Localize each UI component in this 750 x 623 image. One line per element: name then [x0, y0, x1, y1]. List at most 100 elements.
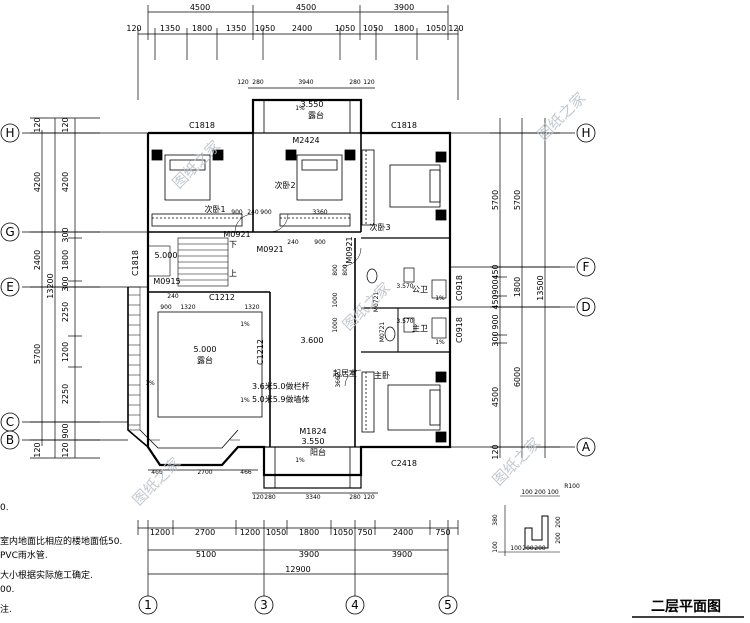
svg-text:300: 300 [61, 227, 70, 242]
svg-text:C1212: C1212 [209, 293, 235, 302]
axis-bubble-left-e [0, 277, 20, 297]
stair-arrows: 下 上 [229, 240, 237, 278]
svg-text:2400: 2400 [292, 24, 312, 33]
svg-text:R100: R100 [564, 483, 580, 490]
svg-text:1%: 1% [145, 380, 155, 387]
svg-text:C1212: C1212 [256, 339, 265, 365]
svg-text:240: 240 [247, 209, 259, 216]
svg-text:750: 750 [357, 528, 372, 537]
room-labels: 次卧1 次卧2 次卧3 主卧 起居室 露台 露台 阳台 公卫 主卫 [197, 110, 428, 457]
svg-text:200: 200 [534, 489, 546, 496]
svg-text:120: 120 [61, 442, 70, 457]
svg-text:1800: 1800 [61, 250, 70, 270]
svg-text:120: 120 [237, 79, 249, 86]
svg-text:1050: 1050 [255, 24, 275, 33]
dimension-lines [22, 5, 575, 596]
axis-bubble-left-g [0, 222, 20, 242]
svg-text:M0915: M0915 [153, 277, 180, 286]
svg-text:450: 450 [491, 294, 500, 309]
svg-text:M1824: M1824 [299, 427, 326, 436]
svg-text:图纸之家: 图纸之家 [129, 454, 184, 509]
svg-text:1320: 1320 [244, 304, 259, 311]
svg-text:2250: 2250 [61, 302, 70, 322]
svg-text:3900: 3900 [394, 3, 414, 12]
svg-text:900: 900 [61, 423, 70, 438]
room-bath-public: 公卫 [412, 285, 428, 294]
bed-bed2 [279, 149, 356, 227]
svg-text:C1818: C1818 [131, 250, 140, 276]
svg-text:3940: 3940 [298, 79, 313, 86]
svg-text:900: 900 [491, 314, 500, 329]
svg-text:C2418: C2418 [391, 459, 417, 468]
svg-text:4500: 4500 [190, 3, 210, 12]
svg-text:466: 466 [151, 469, 163, 476]
svg-text:3.570: 3.570 [396, 318, 413, 325]
axis-bubble-bottom-4 [345, 595, 365, 615]
level-marks: 3.550 5.000 5.000 3.600 3.550 3.570 3.57… [155, 100, 414, 446]
svg-text:1800: 1800 [299, 528, 319, 537]
svg-text:1350: 1350 [226, 24, 246, 33]
svg-text:900: 900 [491, 279, 500, 294]
axis-bubble-bottom-1 [138, 595, 158, 615]
axis-bubbles [0, 123, 596, 615]
room-master: 主卧 [374, 370, 390, 380]
svg-text:5700: 5700 [513, 190, 522, 210]
svg-text:2700: 2700 [197, 469, 212, 476]
axis-bubble-bottom-5 [438, 595, 458, 615]
svg-text:C1818: C1818 [189, 121, 215, 130]
axis-bubble-right-h [576, 123, 596, 143]
svg-text:300: 300 [61, 276, 70, 291]
room-bed1: 次卧1 [204, 204, 225, 214]
svg-text:0.: 0. [0, 503, 9, 513]
axis-label: C [6, 415, 14, 429]
svg-text:C0918: C0918 [455, 275, 464, 301]
bed-bed1 [151, 149, 243, 227]
watermarks: 图纸之家 图纸之家 图纸之家 图纸之家 图纸之家 [129, 89, 589, 509]
svg-text:1000: 1000 [332, 317, 339, 332]
svg-text:1%: 1% [435, 295, 445, 302]
svg-text:00.: 00. [0, 585, 14, 595]
svg-text:M2424: M2424 [292, 136, 319, 145]
bed-master [361, 371, 447, 443]
svg-text:3.550: 3.550 [301, 100, 324, 109]
svg-text:100: 100 [492, 541, 499, 553]
svg-text:1350: 1350 [160, 24, 180, 33]
right-dimension-text: 5700 1800 6000 13500 5700 450 900 450 90… [491, 190, 545, 460]
svg-text:120: 120 [363, 79, 375, 86]
axis-bubble-left-b [0, 430, 20, 450]
svg-text:13500: 13500 [536, 275, 545, 300]
svg-text:4500: 4500 [296, 3, 316, 12]
opening-marks: C1818 C1818 M2424 M0921 M0921 M0921 C181… [131, 121, 464, 468]
axis-bubble-bottom-3 [254, 595, 274, 615]
svg-text:3900: 3900 [392, 550, 412, 559]
svg-text:PVC雨水管.: PVC雨水管. [0, 549, 48, 561]
svg-text:M0921: M0921 [345, 236, 354, 263]
svg-text:120: 120 [61, 117, 70, 132]
svg-text:280: 280 [264, 494, 276, 501]
door-swings [234, 213, 362, 387]
svg-text:1050: 1050 [335, 24, 355, 33]
svg-text:240: 240 [287, 239, 299, 246]
bed-bed3 [361, 149, 447, 226]
svg-text:120: 120 [126, 24, 141, 33]
svg-text:380: 380 [492, 514, 499, 526]
axis-bubble-right-d [576, 297, 596, 317]
svg-text:3360: 3360 [312, 209, 327, 216]
svg-text:280: 280 [349, 79, 361, 86]
svg-text:200: 200 [555, 532, 562, 544]
svg-text:图纸之家: 图纸之家 [169, 137, 224, 192]
svg-text:3.550: 3.550 [302, 437, 325, 446]
svg-text:5.0米5.9做墙体: 5.0米5.9做墙体 [252, 394, 309, 404]
svg-text:450: 450 [491, 264, 500, 279]
svg-text:2250: 2250 [61, 384, 70, 404]
svg-text:2700: 2700 [195, 528, 215, 537]
svg-text:1000: 1000 [332, 292, 339, 307]
svg-text:2400: 2400 [393, 528, 413, 537]
svg-text:5700: 5700 [491, 190, 500, 210]
svg-text:M0721: M0721 [379, 322, 386, 343]
svg-text:2400: 2400 [33, 250, 42, 270]
room-balcony-bottom: 阳台 [310, 447, 326, 457]
svg-text:1050: 1050 [266, 528, 286, 537]
svg-text:4200: 4200 [33, 172, 42, 192]
